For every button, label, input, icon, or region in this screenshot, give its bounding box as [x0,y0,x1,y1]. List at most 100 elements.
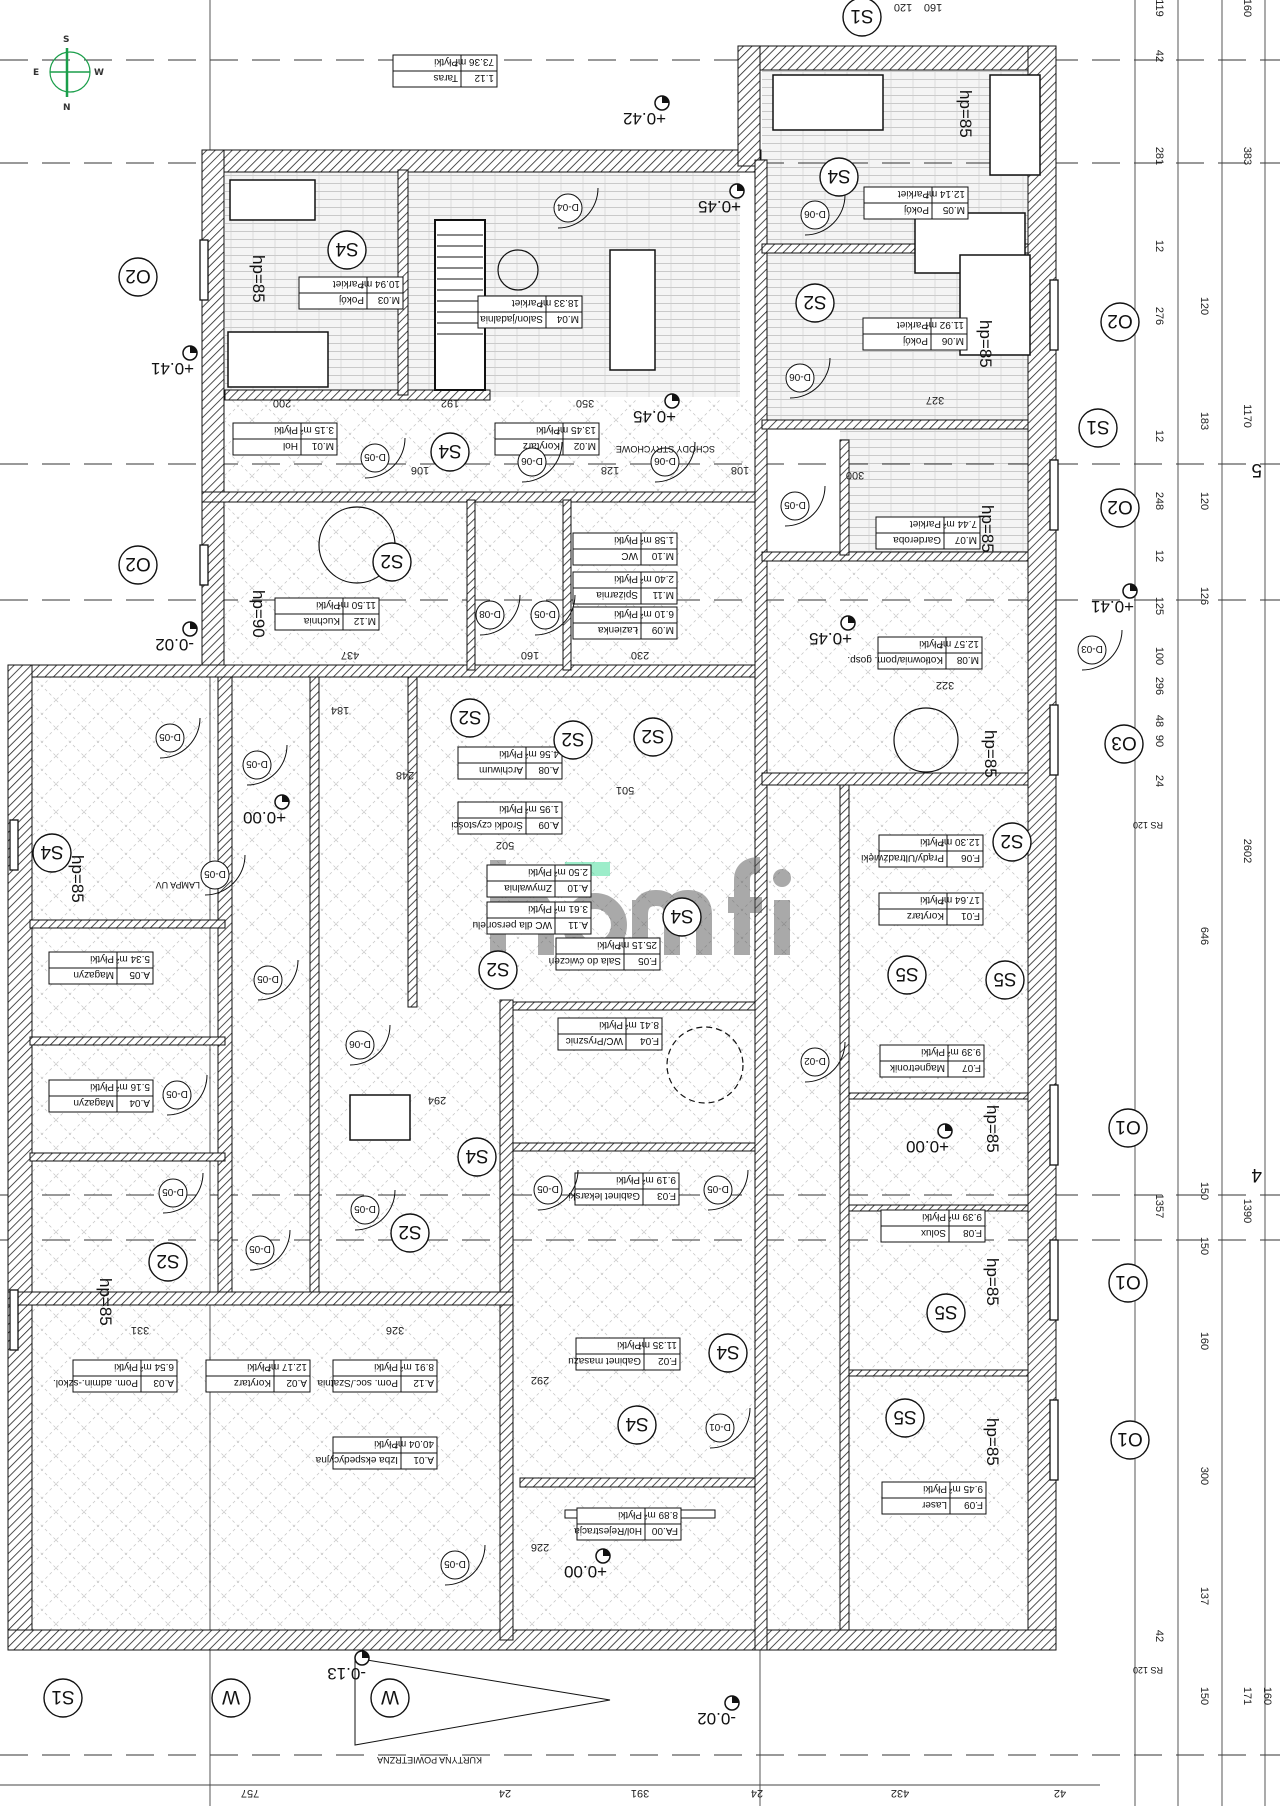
sill-height: hp=85 [956,90,975,138]
room-area: 17.64 m² [940,894,980,905]
note-stairs: SCHODY STRYCHOWE [616,444,715,454]
room-name: Taras [434,72,458,83]
dimension-value: 42 [1153,1630,1165,1642]
wall [217,676,233,1306]
room-code: M.07 [954,534,977,545]
wall [848,1369,1029,1377]
room-area: 40.04 m² [394,1438,434,1449]
door-swing-icon [162,1172,204,1214]
room-floor: Płytki [536,424,560,435]
tag-circle [887,955,927,995]
sill-height: hp=85 [96,1278,115,1326]
tag-circle [795,283,835,323]
room-name: Gabinet masażu [568,1355,641,1366]
elevation-value: +0.00 [243,808,286,827]
tag-text: S5 [895,963,918,984]
room-area: 6.54 m² [139,1361,174,1372]
door-tag-circle [1077,635,1107,665]
tag-s4: S4 [327,230,367,270]
sill-height: hp=85 [249,255,268,303]
room-code: FA.00 [651,1525,678,1536]
dimension-value: 432 [891,1787,909,1799]
dimension-value: 226 [531,1541,549,1553]
wall [309,676,320,1301]
furniture [772,74,884,131]
door-tag: D-08 [475,594,521,636]
elevation-value: -0.02 [155,635,194,654]
tag-o2: O2 [1100,488,1140,528]
tag-text: S5 [934,1301,957,1322]
wall [201,491,763,503]
door-tag-text: D-05 [364,451,386,462]
door-swing-icon [349,1024,391,1066]
tag-circle [819,157,859,197]
sill-height: hp=85 [976,320,995,368]
tag-circle [1078,408,1118,448]
door-tag-text: D-04 [557,201,579,212]
level-marker-fill [190,346,197,353]
door-tag-circle [800,200,830,230]
room-area: 9.19 m² [641,1174,676,1185]
dimension-value: 296 [1153,677,1165,695]
room-code: A.04 [129,1097,150,1108]
furniture [609,249,656,371]
door-tag: D-05 [360,437,406,479]
tag-s2: S2 [390,1213,430,1253]
wall [761,243,1029,254]
elevation-value: +0.00 [564,1562,607,1581]
dimension-value: 350 [576,397,594,409]
tag-circle [708,1333,748,1373]
room-floor: Płytki [247,1361,271,1372]
level-marker-fill [1130,584,1137,591]
room-name: Solux [921,1227,946,1238]
room-floor: Parkiet [333,278,364,289]
door-tag-text: D-08 [479,608,501,619]
window-icon [1049,459,1059,531]
window-icon [1049,704,1059,776]
room-name: Pokój [339,294,364,305]
door-tag-circle [780,491,810,521]
tag-circle [450,698,490,738]
door-tag: D-05 [780,485,826,527]
dimension-value: 137 [1198,1587,1210,1605]
room-code: A.08 [538,764,559,775]
tag-text: S1 [1086,416,1109,437]
door-tag: D-05 [253,959,299,1001]
room-name: Prądy/Ultradźwięki [861,852,944,863]
dimension-value: 230 [631,649,649,661]
room-area: 9.39 m² [947,1211,982,1222]
room-floor: Płytki [919,638,943,649]
room-name: Hol/Rejestracja [574,1525,642,1536]
annotations: hp=85hp=85hp=85hp=85hp=90hp=85hp=85hp=85… [68,90,1262,1765]
door-swing-icon [246,744,288,786]
tag-o1: O1 [1110,1420,1150,1460]
room-area: 12.57 m² [939,638,979,649]
tag-text: S1 [850,5,873,26]
room-floor: Płytki [923,1483,947,1494]
wall [562,499,572,671]
room-code: M.11 [652,589,674,600]
room-area: 1.58 m² [639,534,674,545]
ramp-icon [354,1657,611,1746]
door-tag-text: D-05 [537,1183,559,1194]
tag-s5: S5 [885,1398,925,1438]
wall [761,551,1029,562]
tag-circle [430,432,470,472]
sill-height: hp=85 [978,505,997,553]
room-area: 11.50 m² [337,599,376,610]
room-code: F.08 [963,1227,982,1238]
room-floor: Parkiet [898,188,929,199]
room-area: 8.89 m² [643,1509,678,1520]
room-area: 73.36 m² [454,56,494,67]
door-swing-icon [159,717,201,759]
room-code: M.10 [651,550,674,561]
tag-s5: S5 [926,1293,966,1333]
dimension-value: 150 [1198,1687,1210,1705]
